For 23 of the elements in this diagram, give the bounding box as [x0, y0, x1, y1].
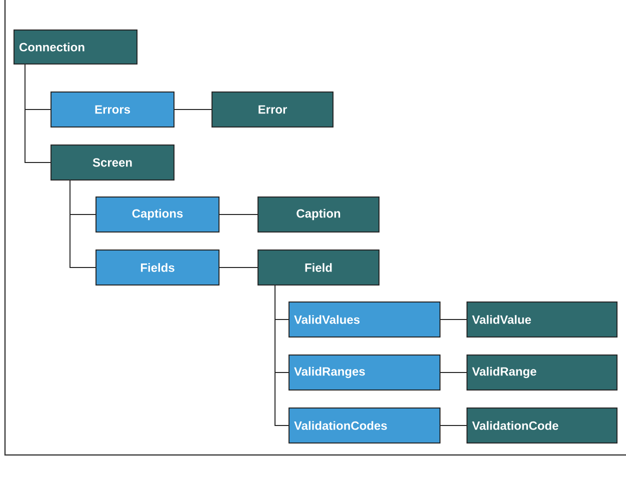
connector-line: [440, 319, 467, 320]
collection-box: Errors: [50, 92, 174, 128]
connector-line: [219, 267, 258, 268]
connector-line: [440, 425, 467, 426]
class-box: Connection: [14, 30, 138, 64]
class-box: ValidValue: [466, 302, 618, 338]
connector-line: [219, 214, 258, 215]
collection-box: ValidRanges: [288, 354, 440, 390]
class-box: ValidRange: [466, 354, 618, 390]
class-box: Screen: [50, 144, 174, 180]
collection-box: ValidationCodes: [288, 408, 440, 444]
collection-box: Captions: [96, 196, 220, 232]
connector-line: [174, 109, 212, 110]
collection-box: ValidValues: [288, 302, 440, 338]
connector-line: [70, 180, 96, 268]
connector-line: [274, 284, 289, 426]
class-box: Caption: [258, 196, 380, 232]
connector-line: [24, 64, 51, 163]
collection-box: Fields: [96, 250, 220, 286]
class-box: Field: [258, 250, 380, 286]
connector-line: [440, 372, 467, 373]
class-box: ValidationCode: [466, 408, 618, 444]
class-box: Error: [212, 92, 334, 128]
